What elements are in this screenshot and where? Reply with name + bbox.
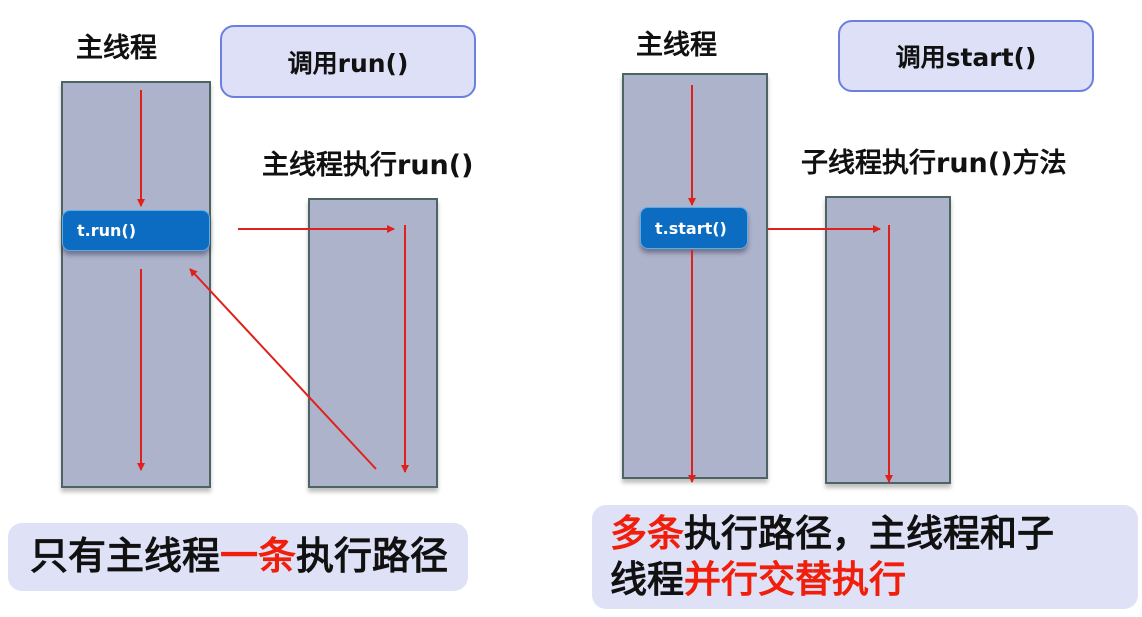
- left-call-run-callout: 调用run(): [220, 25, 476, 98]
- right-summary-line1: 多条执行路径，主线程和子: [610, 511, 1138, 557]
- left-summary-part3: 执行路径: [296, 534, 449, 578]
- t-run-call-pill: t.run(): [62, 210, 210, 251]
- left-callout-text: 调用run(): [287, 48, 409, 78]
- left-summary-highlight: 一条: [220, 534, 297, 578]
- right-summary-line1-rest: 执行路径，主线程和子: [684, 512, 1054, 555]
- left-second-label: 主线程执行run(): [262, 150, 474, 181]
- left-main-thread-label: 主线程: [76, 33, 157, 64]
- left-run-box: [308, 198, 438, 488]
- right-callout-text: 调用start(): [895, 43, 1037, 72]
- t-start-call-pill: t.start(): [640, 207, 748, 249]
- left-summary-part1: 只有主线程: [30, 534, 221, 578]
- right-summary-line2: 线程并行交替执行: [610, 557, 1138, 603]
- right-main-thread-label: 主线程: [636, 30, 717, 61]
- right-main-thread-box: [622, 73, 768, 479]
- right-call-start-callout: 调用start(): [838, 20, 1094, 92]
- left-summary-box: 只有主线程一条执行路径: [8, 523, 468, 591]
- right-second-label: 子线程执行run()方法: [801, 148, 1067, 179]
- right-summary-highlight1: 多条: [610, 512, 684, 555]
- right-summary-line2-start: 线程: [610, 558, 684, 602]
- left-main-thread-box: [61, 81, 211, 488]
- right-summary-box: 多条执行路径，主线程和子 线程并行交替执行: [592, 505, 1138, 609]
- right-child-thread-box: [825, 196, 951, 484]
- t-start-text: t.start(): [655, 218, 727, 238]
- right-summary-highlight2: 并行交替执行: [684, 558, 906, 602]
- t-run-text: t.run(): [77, 221, 137, 240]
